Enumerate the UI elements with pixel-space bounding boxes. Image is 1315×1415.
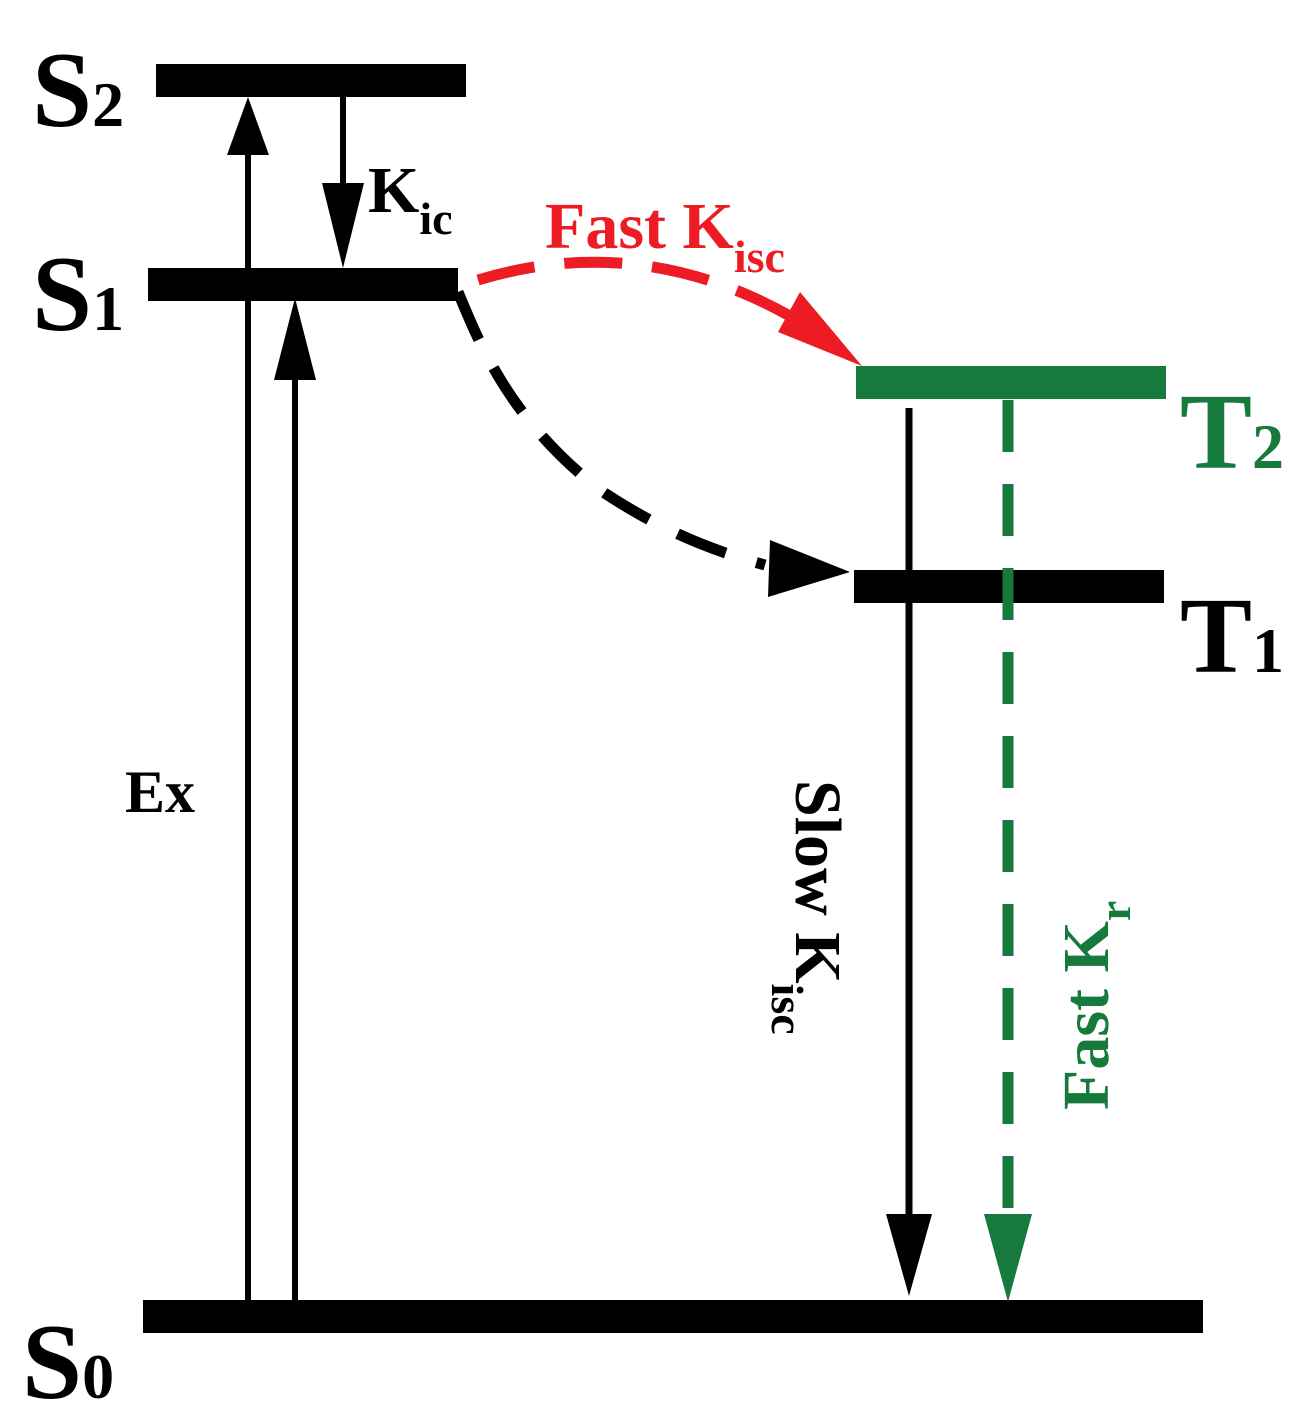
- level-s0: [143, 1300, 1203, 1333]
- label-fast-kisc: Fast Kisc: [545, 190, 785, 282]
- label-s1-sub: 1: [92, 273, 124, 344]
- label-t1-main: T: [1180, 577, 1252, 696]
- level-t2: [856, 366, 1166, 399]
- level-s2: [156, 64, 466, 97]
- label-slow-kisc-sub: isc: [762, 984, 813, 1035]
- label-s1: S1: [32, 235, 124, 354]
- label-t2-main: T: [1180, 373, 1252, 492]
- fast-kr-arrow: [984, 400, 1032, 1302]
- label-kic: Kic: [368, 154, 453, 244]
- label-t2-sub: 2: [1252, 411, 1284, 482]
- excitation-arrow-s1: [274, 298, 316, 1300]
- internal-conversion-arrow: [322, 97, 364, 268]
- label-t1-sub: 1: [1252, 615, 1284, 686]
- label-excitation: Ex: [125, 759, 195, 825]
- label-fast-kr: Fast Kr: [1050, 901, 1140, 1110]
- label-fast-kisc-sub: isc: [734, 231, 785, 282]
- excitation-arrow-s2: [227, 97, 269, 1300]
- label-kic-sub: ic: [419, 193, 452, 244]
- label-t1: T1: [1180, 577, 1284, 696]
- label-kic-main: K: [368, 154, 419, 227]
- label-s1-main: S: [32, 235, 92, 354]
- label-t2: T2: [1180, 373, 1284, 492]
- slow-isc-s1-t1-arrow: [452, 289, 850, 597]
- slow-kisc-arrow: [886, 408, 932, 1296]
- level-s1: [148, 268, 458, 301]
- label-slow-kisc: Slow Kisc: [762, 780, 854, 1035]
- label-s2: S2: [32, 31, 124, 150]
- fast-isc-arrow: [476, 256, 862, 366]
- label-s0: S0: [22, 1303, 114, 1415]
- label-fast-kr-main: Fast K: [1050, 921, 1123, 1110]
- label-fast-kr-sub: r: [1089, 901, 1140, 921]
- label-slow-kisc-main: Slow K: [781, 780, 854, 984]
- label-s2-main: S: [32, 31, 92, 150]
- label-s0-sub: 0: [82, 1341, 114, 1412]
- label-s0-main: S: [22, 1303, 82, 1415]
- label-fast-kisc-main: Fast K: [545, 190, 734, 263]
- label-s2-sub: 2: [92, 69, 124, 140]
